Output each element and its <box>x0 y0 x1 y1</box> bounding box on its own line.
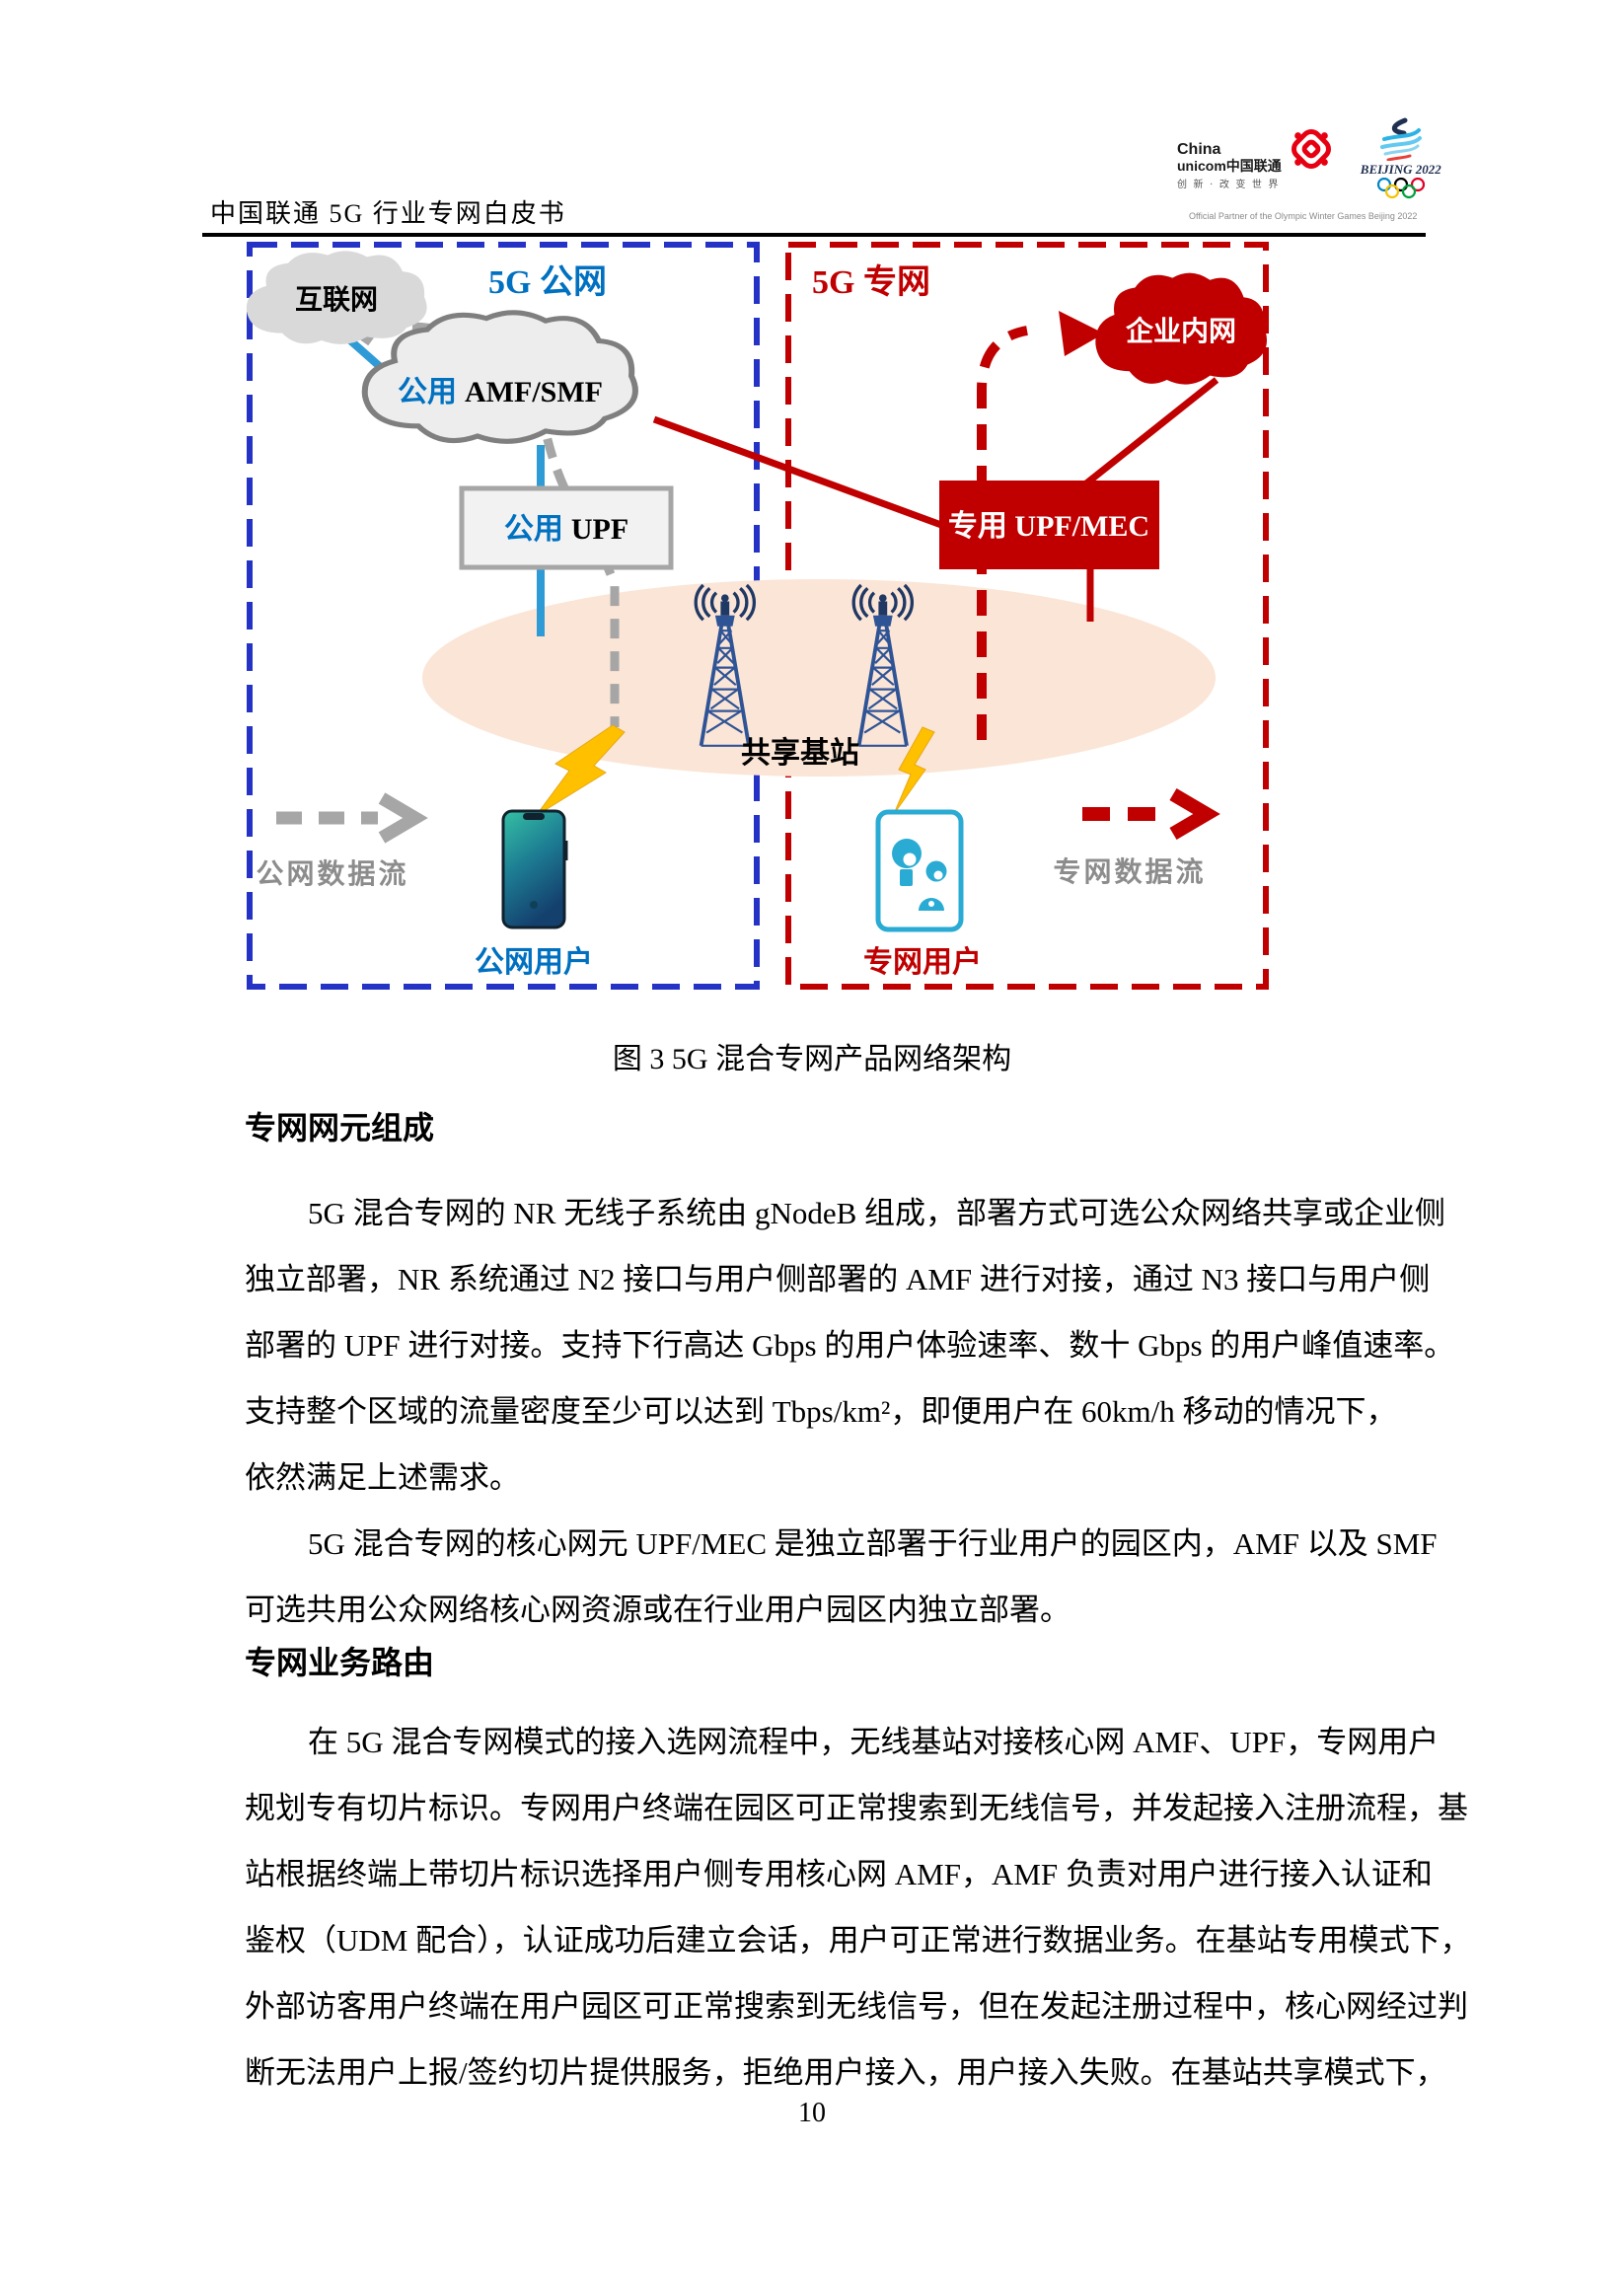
beijing-2022-logo: BEIJING 2022 <box>1361 117 1441 199</box>
page-number: 10 <box>798 2098 826 2128</box>
private-data-flow-path <box>977 326 1029 740</box>
unicom-knot-icon <box>1291 129 1331 169</box>
private-flow-arrowhead-icon <box>1059 311 1104 356</box>
section-heading: 专网网元组成 <box>245 1110 435 1146</box>
figure-caption: 图 3 5G 混合专网产品网络架构 <box>612 1043 1012 1075</box>
text-line: 依然满足上述需求。 <box>245 1460 520 1495</box>
enterprise-to-dedicated-upf-link <box>1083 377 1219 486</box>
text-line: 在 5G 混合专网模式的接入选网流程中，无线基站对接核心网 AMF、UPF，专网… <box>308 1725 1439 1759</box>
lightning-bolt-icon-private <box>893 726 935 815</box>
text-line: 站根据终端上带切片标识选择用户侧专用核心网 AMF，AMF 负责对用户进行接入认… <box>245 1857 1433 1891</box>
paragraph: 5G 混合专网的 NR 无线子系统由 gNodeB 组成，部署方式可选公众网络共… <box>245 1180 1455 1511</box>
private-zone-label: 5G 专网 <box>812 263 930 301</box>
paragraph: 在 5G 混合专网模式的接入选网流程中，无线基站对接核心网 AMF、UPF，专网… <box>245 1709 1471 2106</box>
enterprise-intranet-cloud: 企业内网 <box>1095 272 1267 385</box>
phone-icon <box>501 809 568 929</box>
internet-cloud: 互联网 <box>246 251 427 344</box>
shared-station-label: 共享基站 <box>741 736 859 770</box>
text-line: 独立部署，NR 系统通过 N2 接口与用户侧部署的 AMF 进行对接，通过 N3… <box>245 1262 1431 1296</box>
lightning-bolt-icon-public <box>535 724 626 817</box>
header-rule <box>202 233 1426 237</box>
text-line: 5G 混合专网的核心网元 UPF/MEC 是独立部署于行业用户的园区内，AMF … <box>308 1526 1438 1561</box>
header-logos: China unicom中国联通 创 新 · 改 变 世 界 <box>1177 113 1441 202</box>
olympic-partner-line: Official Partner of the Olympic Winter G… <box>1189 211 1418 221</box>
text-line: 5G 混合专网的 NR 无线子系统由 gNodeB 组成，部署方式可选公众网络共… <box>308 1196 1446 1230</box>
unicom-logo-text-1: China <box>1177 141 1221 159</box>
china-unicom-logo: China unicom中国联通 创 新 · 改 变 世 界 <box>1177 125 1337 190</box>
dedicated-upf-mec-label: 专用 UPF/MEC <box>948 510 1149 543</box>
beijing-2022-wordmark: BEIJING 2022 <box>1360 161 1441 177</box>
text-line: 断无法用户上报/签约切片提供服务，拒绝用户接入，用户接入失败。在基站共享模式下， <box>245 2055 1446 2090</box>
internet-cloud-label: 互联网 <box>295 284 378 316</box>
unicom-slogan: 创 新 · 改 变 世 界 <box>1177 180 1281 190</box>
core-to-dedicated-upf-link <box>652 415 943 529</box>
olympic-rings-icon <box>1376 177 1425 198</box>
public-flow-arrow <box>276 792 428 844</box>
robot-icon <box>875 809 964 932</box>
dedicated-upf-mec-box: 专用 UPF/MEC <box>939 481 1159 569</box>
shared-station-ellipse <box>422 579 1216 777</box>
text-line: 鉴权（UDM 配合），认证成功后建立会话，用户可正常进行数据业务。在基站专用模式… <box>245 1923 1471 1958</box>
unicom-logo-text-2: unicom中国联通 <box>1177 157 1282 174</box>
private-flow-label: 专网数据流 <box>1053 856 1206 888</box>
text-line: 可选共用公众网络核心网资源或在行业用户园区内独立部署。 <box>245 1592 1070 1627</box>
beijing-emblem-icon <box>1379 117 1422 161</box>
private-flow-arrow <box>1082 787 1220 841</box>
paragraph: 5G 混合专网的核心网元 UPF/MEC 是独立部署于行业用户的园区内，AMF … <box>245 1511 1438 1643</box>
public-user-label: 公网用户 <box>475 946 593 979</box>
text-line: 部署的 UPF 进行对接。支持下行高达 Gbps 的用户体验速率、数十 Gbps… <box>245 1328 1455 1363</box>
public-zone-label: 5G 公网 <box>488 264 607 301</box>
section-heading: 专网业务路由 <box>245 1645 435 1680</box>
doc-header-title: 中国联通 5G 行业专网白皮书 <box>210 199 566 228</box>
text-line: 规划专有切片标识。专网用户终端在园区可正常搜索到无线信号，并发起接入注册流程，基 <box>245 1791 1468 1825</box>
private-user-label: 专网用户 <box>863 946 982 979</box>
public-flow-label: 公网数据流 <box>256 858 408 890</box>
enterprise-cloud-label: 企业内网 <box>1126 315 1236 347</box>
text-line: 外部访客用户终端在用户园区可正常搜索到无线信号，但在发起注册过程中，核心网经过判 <box>245 1989 1468 2024</box>
private-network-zone-border <box>785 242 1269 990</box>
text-line: 支持整个区域的流量密度至少可以达到 Tbps/km²，即便用户在 60km/h … <box>245 1394 1397 1429</box>
